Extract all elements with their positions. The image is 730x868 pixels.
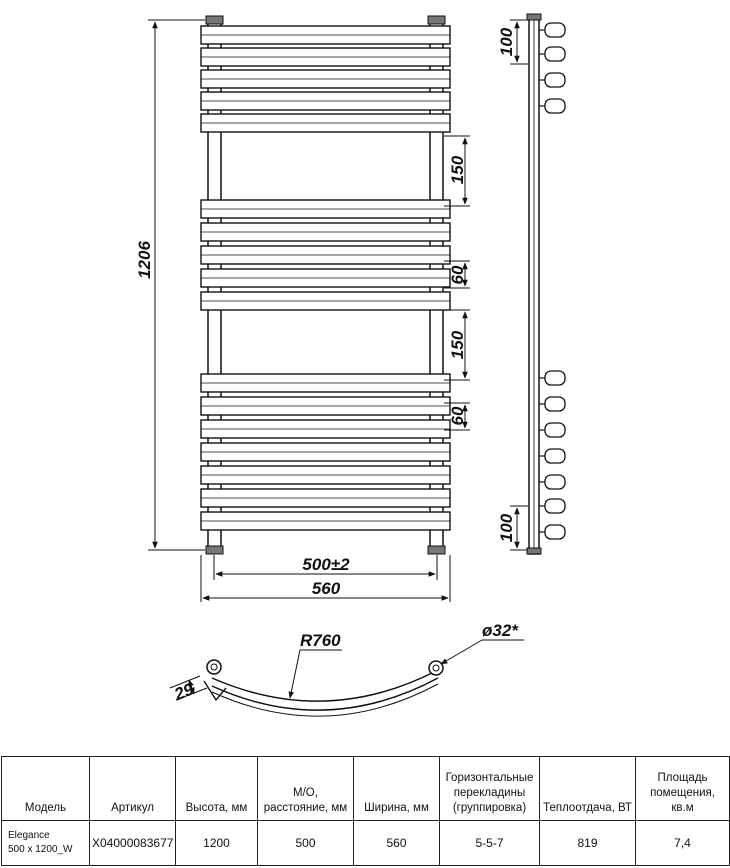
cell-heat-output: 819 [539, 820, 636, 866]
cell-width: 560 [353, 820, 440, 866]
side-bar-profile-2 [544, 46, 566, 62]
curved-bar [211, 669, 439, 702]
front-dimensions [148, 19, 470, 602]
cap-bottom-left [205, 545, 224, 555]
header-article: Артикул [89, 756, 176, 821]
cell-article: X04000083677 [89, 820, 176, 866]
header-width: Ширина, мм [353, 756, 440, 821]
cap-top-right [427, 15, 446, 25]
dim-offset: 29 [171, 679, 197, 704]
side-bar-profile-3 [544, 72, 566, 88]
dim-gap-1: 150 [448, 155, 467, 184]
cell-model: Elegance 500 x 1200_W [1, 820, 90, 866]
left-pipe-end [206, 659, 222, 675]
table-header-row: Модель Артикул Высота, мм М/О, расстояни… [1, 756, 730, 821]
side-bar-profile-4 [544, 98, 566, 114]
side-bar-profile-11 [544, 524, 566, 540]
header-heat-output: Теплоотдача, ВТ [539, 756, 636, 821]
side-bar-profile-5 [544, 370, 566, 386]
dim-gap-2: 150 [448, 330, 467, 359]
front-view [200, 15, 451, 555]
right-pipe-end [428, 660, 444, 676]
side-bar-profile-8 [544, 448, 566, 464]
cell-area: 7,4 [635, 820, 730, 866]
side-bar-profile-7 [544, 422, 566, 438]
technical-drawing: 1206 150 60 150 60 500±2 560 100 100 [135, 13, 566, 717]
cell-center-distance: 500 [257, 820, 354, 866]
cell-bars: 5-5-7 [439, 820, 540, 866]
table-row: Elegance 500 x 1200_W X04000083677 1200 … [1, 820, 730, 866]
header-height: Высота, мм [175, 756, 258, 821]
dim-pipe-diameter: ø32* [482, 621, 519, 640]
header-model: Модель [1, 756, 90, 821]
side-bar-profiles [539, 22, 566, 540]
dim-spacing-bottom: 100 [497, 513, 516, 542]
model-name: Elegance [8, 830, 50, 841]
side-bar-profile-9 [544, 474, 566, 490]
dim-total-height: 1206 [135, 241, 154, 279]
dim-radius: R760 [300, 631, 341, 650]
dim-small-1: 60 [448, 265, 467, 284]
header-center-distance: М/О, расстояние, мм [257, 756, 354, 821]
horizontal-bars [200, 25, 451, 531]
header-bars: Горизонтальные перекладины (группировка) [439, 756, 540, 821]
side-bar-profile-6 [544, 396, 566, 412]
cap-top-left [205, 15, 224, 25]
dim-center-distance: 500±2 [302, 555, 350, 574]
side-bar-profile-10 [544, 498, 566, 514]
cap-bottom-right [427, 545, 446, 555]
top-view [169, 639, 524, 717]
side-bar-profile-1 [544, 22, 566, 38]
side-view [510, 13, 566, 555]
dim-small-2: 60 [448, 406, 467, 425]
spec-table: Модель Артикул Высота, мм М/О, расстояни… [1, 756, 730, 866]
dim-spacing-top: 100 [497, 27, 516, 56]
model-size: 500 x 1200_W [8, 844, 73, 855]
cell-height: 1200 [175, 820, 258, 866]
dim-total-width: 560 [312, 579, 341, 598]
header-area: Площадь помещения, кв.м [635, 756, 730, 821]
